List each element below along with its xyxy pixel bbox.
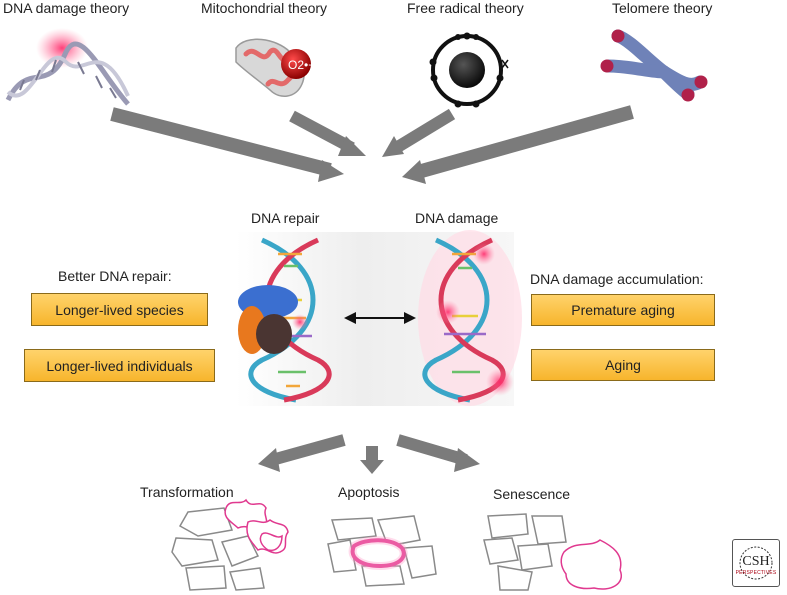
label-telomere-theory: Telomere theory (612, 0, 713, 16)
label-mitochondrial-theory: Mitochondrial theory (201, 0, 328, 16)
damage-helix (422, 237, 514, 403)
arrow-mitochondrial-theory (289, 110, 366, 156)
heading-dna-damage-accumulation: DNA damage accumulation: (530, 271, 704, 287)
label-apoptosis: Apoptosis (338, 484, 400, 500)
arrow-to-senescence (396, 434, 480, 472)
free-radical-icon (429, 32, 509, 108)
senescence-cells (483, 513, 623, 591)
label-dna-damage-theory: DNA damage theory (3, 0, 130, 16)
label-dna-repair: DNA repair (251, 210, 320, 226)
outcome-arrows (258, 434, 480, 474)
label-senescence: Senescence (493, 486, 571, 502)
arrow-to-transformation (258, 434, 346, 472)
box-longer-lived-individuals: Longer-lived individuals (24, 349, 215, 382)
apoptosis-cells (327, 515, 437, 587)
box-longer-lived-species: Longer-lived species (31, 293, 208, 326)
arrow-dna-damage-theory (110, 107, 344, 182)
dna-panel (236, 230, 522, 406)
logo-main-text: CSH (742, 554, 770, 569)
logo-sub-text: PERSPECTIVES (735, 570, 777, 576)
transformation-cells (171, 498, 289, 591)
heading-better-dna-repair: Better DNA repair: (58, 268, 172, 284)
label-transformation: Transformation (140, 484, 234, 500)
label-free-radical-theory: Free radical theory (407, 0, 524, 16)
chromosome-icon (600, 29, 708, 102)
mitochondrion-icon: O2•− (235, 38, 315, 97)
arrow-telomere-theory (402, 105, 634, 184)
arrow-to-apoptosis (360, 446, 384, 474)
csh-perspectives-logo: CSH PERSPECTIVES (732, 539, 780, 587)
repair-proteins (238, 285, 298, 354)
double-arrow (344, 312, 416, 324)
label-dna-damage: DNA damage (415, 210, 499, 226)
arrow-free-radical-theory (382, 108, 456, 157)
box-aging: Aging (531, 349, 715, 381)
dna-damage-theory-icon (5, 28, 130, 106)
theory-arrows (110, 105, 634, 184)
box-premature-aging: Premature aging (531, 294, 715, 326)
superoxide-label: O2•− (288, 58, 315, 72)
logo-ring (739, 546, 773, 580)
